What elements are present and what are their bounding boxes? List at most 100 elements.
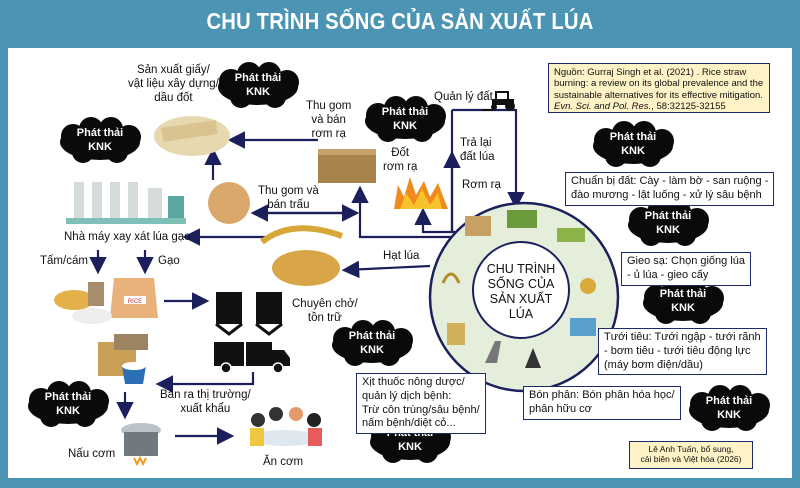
straw-bale-image — [318, 149, 376, 183]
cloud-line: Phát thải — [609, 131, 657, 143]
stage-line: Trừ côn trùng/sâu bệnh/ — [362, 403, 480, 416]
people-eating-image — [249, 407, 322, 446]
stage-line: - ủ lúa - gieo cấy — [627, 268, 709, 281]
label-line: Chuyên chở/ — [292, 298, 358, 310]
label-line: Thu gom — [306, 100, 352, 112]
label-rice-mill: Nhà máy xay xát lúa gạo — [64, 231, 191, 243]
cloud-icon — [593, 121, 674, 167]
cloud-line: KNK — [398, 440, 422, 453]
cloud-line: KNK — [360, 343, 384, 356]
stage-line: phân hữu cơ — [529, 402, 592, 415]
source-citation: Nguồn: Gurraj Singh et al. (2021) . Rice… — [548, 63, 770, 113]
cloud-line: Phát thải — [44, 391, 92, 403]
label-bran: Tấm/cám — [40, 255, 88, 267]
stage-line: quản lý dịch bệnh: — [362, 389, 452, 402]
silo-truck-image — [214, 292, 290, 374]
author-line: cải biên và Việt hóa (2026) — [640, 454, 742, 465]
cloud-line: KNK — [246, 85, 270, 98]
cloud-line: Phát thải — [644, 210, 692, 222]
center-line: LÚA — [508, 307, 534, 321]
label-straw: Rơm rạ — [462, 179, 501, 191]
stage-sowing: Gieo sạ: Chọn giống lúa- ủ lúa - gieo cấ… — [621, 252, 752, 286]
cloud-line: Phát thải — [234, 72, 282, 84]
label-line: Trả lại — [460, 137, 492, 149]
label-rice-grain: Hạt lúa — [383, 250, 420, 262]
cloud-line: Phát thải — [381, 106, 429, 118]
center-line: SỐNG CỦA — [487, 277, 555, 291]
stage-line: nấm bệnh/diệt cỏ... — [362, 417, 456, 430]
stage-line: Xịt thuốc nông dược/ — [362, 376, 465, 388]
cloud-line: KNK — [56, 404, 80, 417]
cloud-icon — [218, 62, 299, 108]
cloud-line: KNK — [393, 119, 417, 132]
label-line: Đốt — [391, 147, 410, 159]
stage-line: đào mương - lật luống - xử lý sâu bệnh — [571, 188, 762, 201]
rice-mill-image — [66, 182, 186, 224]
cloud-icon — [60, 117, 141, 163]
cloud-line: Phát thải — [76, 127, 124, 139]
cloud-icon — [28, 381, 109, 427]
source-pages: , 58:32125-32155 — [651, 101, 726, 113]
center-line: CHU TRÌNH — [486, 262, 556, 276]
cloud-line: KNK — [621, 144, 645, 157]
cloud-line: KNK — [88, 140, 112, 153]
label-paper-products: Sản xuất giấy/vật liệu xây dựng/dầu đốt — [128, 64, 219, 105]
stage-line: Chuẩn bị đất: Cày - làm bờ - san ruộng - — [571, 175, 769, 187]
cloud-icon — [628, 200, 709, 246]
label-eat-rice: Ăn cơm — [263, 456, 304, 468]
label-market: Bán ra thị trường/xuất khẩu — [160, 389, 251, 417]
label-transport: Chuyên chở/tồn trữ — [292, 298, 358, 326]
straw-board-image — [154, 116, 230, 156]
label-line: vật liệu xây dựng/ — [128, 77, 219, 90]
center-line: SẢN XUẤT — [489, 292, 553, 306]
label-line: Bán ra thị trường/ — [160, 389, 251, 401]
life-cycle-circle — [428, 201, 620, 393]
cloud-icon — [365, 96, 446, 142]
label-line: tồn trữ — [307, 311, 342, 324]
rice-grain-image — [260, 225, 344, 286]
rice-husk-image — [208, 182, 250, 224]
stage-pesticide: Xịt thuốc nông dược/quản lý dịch bệnh:Tr… — [356, 373, 486, 434]
cycle-center-title: CHU TRÌNH SỐNG CỦA SẢN XUẤT LÚA — [468, 262, 574, 322]
label-line: xuất khẩu — [180, 402, 231, 415]
cloud-line: Phát thải — [705, 395, 753, 407]
stage-line: Tưới tiêu: Tưới ngập - tưới rãnh — [604, 331, 761, 343]
cloud-line: KNK — [656, 223, 680, 236]
page-title: CHU TRÌNH SỐNG CỦA SẢN XUẤT LÚA — [206, 8, 594, 34]
stage-irrigation: Tưới tiêu: Tưới ngập - tưới rãnh- bơm ti… — [598, 328, 767, 376]
stage-fertilizing: Bón phân: Bón phân hóa học/phân hữu cơ — [523, 386, 681, 420]
label-line: Sản xuất giấy/ — [136, 64, 210, 76]
label-rice: Gạo — [158, 255, 180, 267]
cloud-icon — [332, 320, 413, 366]
cloud-icon — [643, 278, 724, 324]
rice-storage-image — [98, 334, 148, 384]
label-line: Thu gom và — [258, 185, 319, 197]
tractor-image — [482, 91, 515, 111]
bran-and-rice-sack-image: RICE — [54, 278, 158, 324]
cloud-line: KNK — [717, 408, 741, 421]
label-cook-rice: Nấu cơm — [68, 448, 116, 460]
source-text: Nguồn: Gurraj Singh et al. (2021) . Rice… — [554, 67, 764, 101]
cloud-icon — [689, 385, 770, 431]
cloud-line: Phát thải — [659, 288, 707, 300]
stage-line: (máy bơm điện/dầu) — [604, 358, 703, 371]
